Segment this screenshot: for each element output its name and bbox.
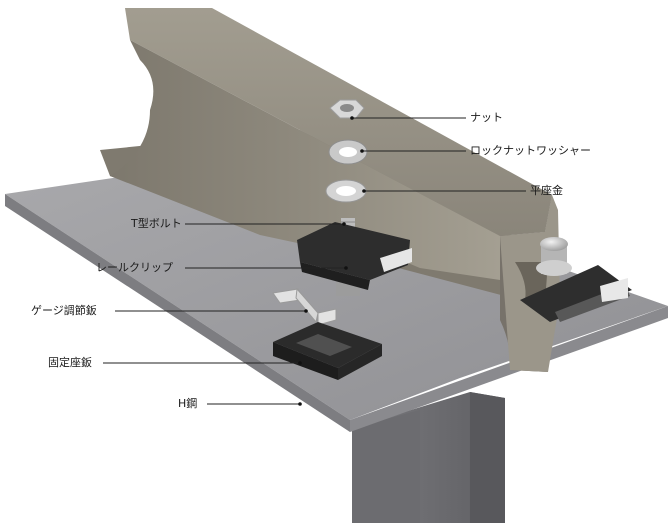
rail-clip xyxy=(297,222,412,290)
lock-washer xyxy=(328,139,368,165)
rail xyxy=(100,8,560,372)
installed-clip-assembly xyxy=(520,237,632,322)
h-steel-web xyxy=(352,392,505,523)
leader-lines xyxy=(103,117,526,405)
label-gauge-plate: ゲージ調節鈑 xyxy=(31,304,97,317)
label-h-steel: H鋼 xyxy=(178,397,198,410)
label-flat-washer: 平座金 xyxy=(530,184,563,197)
fixed-seat-plate xyxy=(273,322,382,380)
label-t-bolt: T型ボルト xyxy=(131,217,182,230)
label-nut: ナット xyxy=(470,111,503,124)
label-lock-washer: ロックナットワッシャー xyxy=(470,144,591,157)
label-fixed-seat: 固定座鈑 xyxy=(48,356,92,369)
label-rail-clip: レールクリップ xyxy=(96,261,173,274)
gauge-adjusting-plate xyxy=(272,287,337,326)
leader-dots xyxy=(298,116,366,406)
flat-washer xyxy=(325,179,367,203)
nut xyxy=(329,99,365,119)
